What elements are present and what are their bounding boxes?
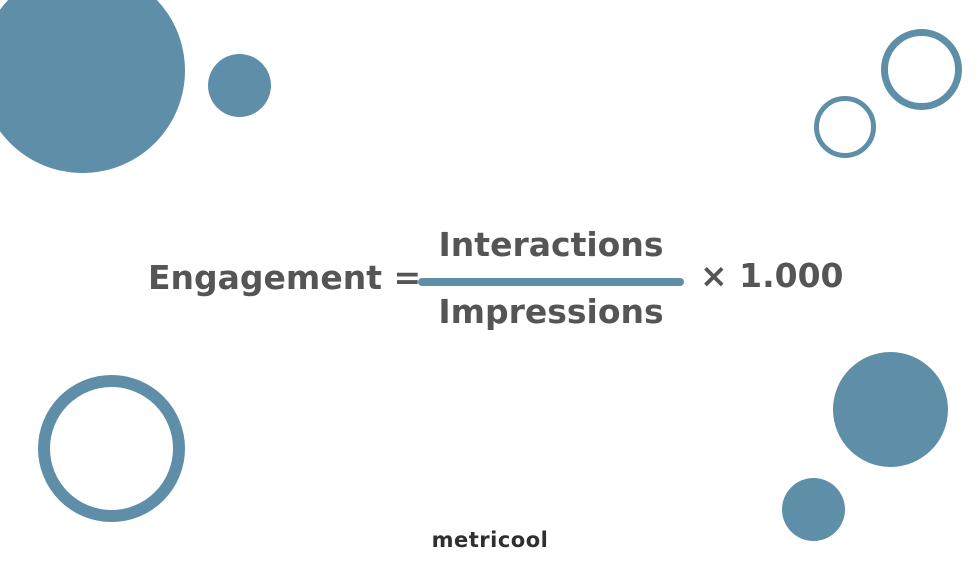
metricool-logo: metricool — [431, 528, 549, 552]
formula-multiplier: × 1.000 — [700, 256, 844, 295]
formula-lhs: Engagement = — [148, 258, 422, 297]
ring-top-right-large — [881, 29, 962, 110]
solid-circle-bottom-right-small — [782, 478, 845, 541]
formula-denominator: Impressions — [438, 292, 664, 331]
ring-top-right-small — [814, 96, 876, 158]
fraction-bar — [418, 278, 684, 286]
solid-circle-bottom-right-large — [833, 352, 948, 467]
small-solid-circle-top-left — [208, 54, 271, 117]
formula-numerator: Interactions — [438, 225, 664, 264]
